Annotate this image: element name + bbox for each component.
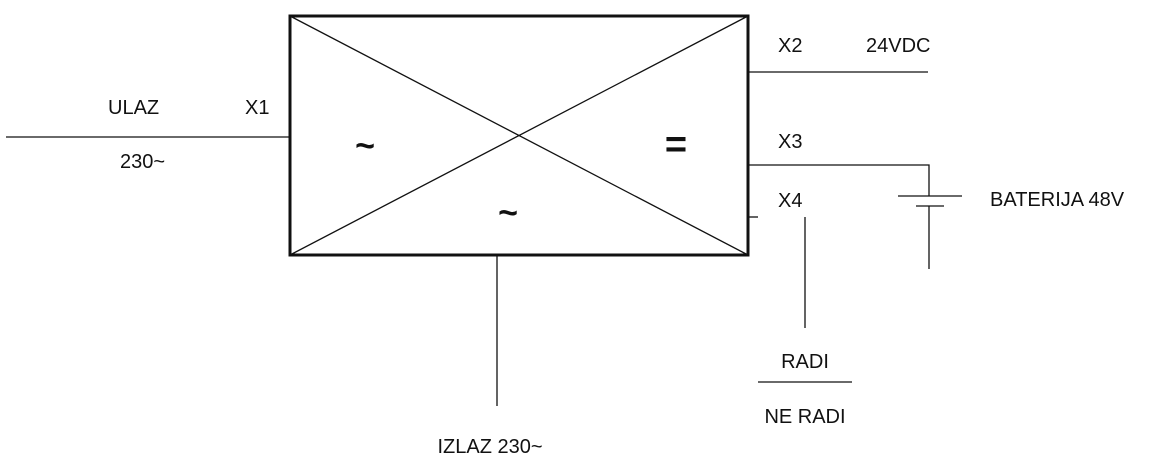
- status-on-label: RADI: [781, 351, 829, 373]
- battery-label: BATERIJA 48V: [990, 189, 1125, 211]
- input-voltage-label: 230~: [120, 151, 165, 173]
- x3-terminal-label: X3: [778, 131, 802, 153]
- converter-box: [288, 14, 750, 257]
- dc-output-symbol: =: [665, 124, 687, 166]
- x2-terminal-label: X2: [778, 35, 802, 57]
- status-off-label: NE RADI: [764, 406, 845, 428]
- ac-output-label: IZLAZ 230~: [437, 436, 542, 458]
- x3-battery-line: [748, 164, 930, 196]
- x1-terminal-label: X1: [245, 97, 269, 119]
- x4-terminal-label: X4: [778, 190, 802, 212]
- ac-output-symbol: ~: [498, 194, 518, 232]
- converter-diagonal-2: [289, 15, 749, 256]
- x2-voltage-label: 24VDC: [866, 35, 930, 57]
- input-label: ULAZ: [108, 97, 159, 119]
- ac-input-symbol: ~: [355, 127, 375, 165]
